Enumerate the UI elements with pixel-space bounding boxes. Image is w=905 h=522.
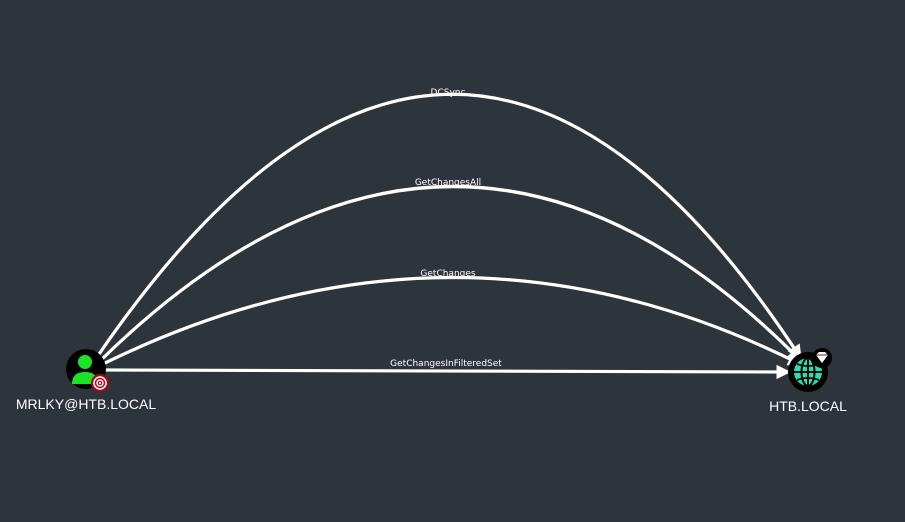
edge-getchangesinfilteredset[interactable]: GetChangesInFilteredSet [103,359,791,380]
edge-label-getchangesall: GetChangesAll [415,178,481,188]
edge-dcsync[interactable]: DCSync [93,88,802,362]
node-domain[interactable] [788,348,832,392]
edge-label-getchangesinfilteredset: GetChangesInFilteredSet [390,359,502,369]
node-domain-label: HTB.LOCAL [769,398,847,414]
diamond-icon [812,348,832,368]
edge-getchanges[interactable]: GetChanges [101,269,803,366]
edge-label-getchanges: GetChanges [420,269,475,279]
target-icon [91,374,109,392]
edge-label-dcsync: DCSync [431,88,466,98]
node-user[interactable] [66,349,109,392]
node-user-label: MRLKY@HTB.LOCAL [15,396,157,412]
edge-getchangesall[interactable]: GetChangesAll [97,178,803,364]
user-icon [72,355,98,384]
